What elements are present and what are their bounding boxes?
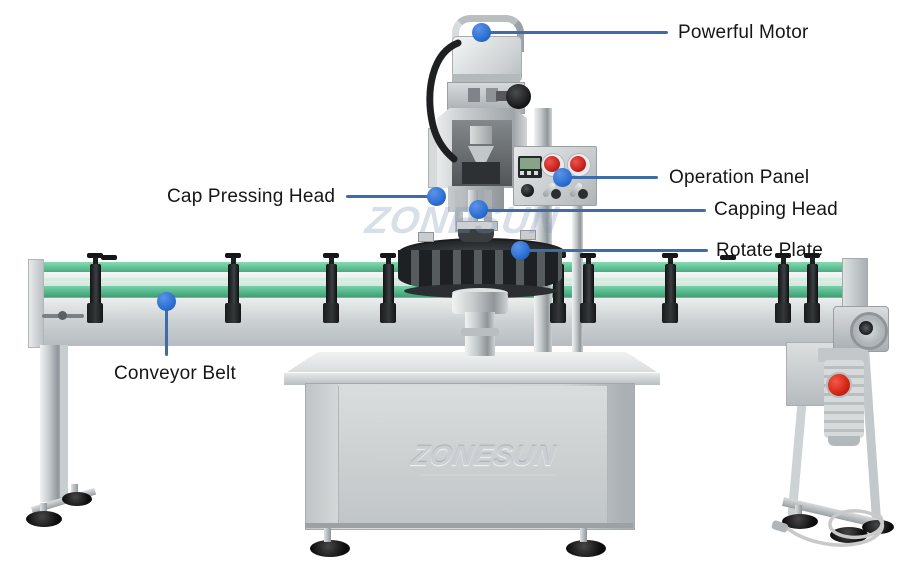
label-capping-head: Capping Head (714, 199, 838, 220)
gear-detail (486, 88, 498, 102)
conveyor-body (28, 297, 856, 346)
marker-dot-capping-head (469, 200, 488, 219)
label-cap-pressing-head: Cap Pressing Head (167, 186, 336, 207)
leader-line-cap-pressing-head (346, 195, 432, 198)
marker-dot-conveyor-belt (157, 292, 176, 311)
panel-pole (572, 203, 583, 353)
toggle-switch-base (578, 189, 588, 199)
cabinet-bottom-shadow (305, 523, 633, 528)
plate-hardware (520, 230, 536, 240)
cabinet-foot-stem (324, 528, 331, 542)
foot-stem (71, 484, 78, 496)
table-top-edge (284, 372, 660, 385)
label-conveyor-belt: Conveyor Belt (114, 363, 236, 384)
power-cable (771, 509, 885, 547)
label-operation-panel: Operation Panel (669, 167, 810, 188)
belt-drive-motor (824, 360, 864, 438)
cap-pressing-tip (458, 229, 494, 242)
cabinet-foot-stem (580, 528, 587, 542)
cap-pressing-rod (455, 190, 463, 232)
plate-flange (452, 292, 508, 314)
panel-display-screen (520, 158, 540, 169)
panel-power-knob (521, 184, 534, 197)
conveyor-end-plate-left (28, 259, 44, 348)
brand-logo-underline (420, 474, 556, 476)
leader-line-conveyor-belt (165, 308, 168, 356)
motor-box-strip (452, 74, 520, 82)
belt-motor-cap (828, 436, 860, 446)
suction-foot (862, 520, 894, 534)
table-top (284, 352, 660, 374)
panel-display-buttons (520, 171, 540, 175)
emergency-button (544, 156, 560, 172)
foot-stem (40, 503, 47, 515)
leader-line-rotate-plate (526, 249, 708, 252)
gear-detail (468, 88, 480, 102)
leader-line-operation-panel (568, 176, 658, 179)
suction-foot (62, 492, 92, 506)
marker-dot-powerful-motor (472, 23, 491, 42)
cap-chuck-block (462, 162, 500, 184)
marker-dot-operation-panel (553, 168, 572, 187)
brand-logo: ZONESUN (409, 440, 559, 471)
suction-foot (26, 511, 62, 527)
watermark-text: ZONESUN (362, 200, 562, 242)
cap-chuck-cone (468, 146, 494, 162)
toggle-switch-base (551, 189, 561, 199)
suction-foot (782, 514, 818, 529)
motor-fan-cover-red (826, 372, 852, 398)
marker-dot-rotate-plate (511, 241, 530, 260)
cabinet-foot (566, 540, 606, 557)
belt-motor-flange (818, 348, 868, 362)
plate-hardware (418, 232, 434, 242)
label-rotate-plate: Rotate Plate (716, 240, 823, 261)
leader-line-powerful-motor (488, 31, 668, 34)
cabinet-front-panel (338, 386, 608, 525)
foot-stem (795, 505, 802, 517)
motor-cable (426, 39, 462, 163)
label-powerful-motor: Powerful Motor (678, 22, 809, 43)
conveyor-tension-knob (58, 311, 67, 320)
hand-knob (506, 84, 531, 109)
cabinet-foot (310, 540, 350, 557)
gearbox-hub (859, 321, 873, 335)
conveyor-leg-left-rear (60, 345, 68, 497)
leader-line-capping-head (484, 209, 706, 212)
cap-chuck-cylinder (470, 126, 492, 144)
marker-dot-cap-pressing-head (427, 187, 446, 206)
emergency-button (570, 156, 586, 172)
plate-shaft-ring (461, 328, 499, 336)
hand-knob-stem (496, 91, 508, 101)
